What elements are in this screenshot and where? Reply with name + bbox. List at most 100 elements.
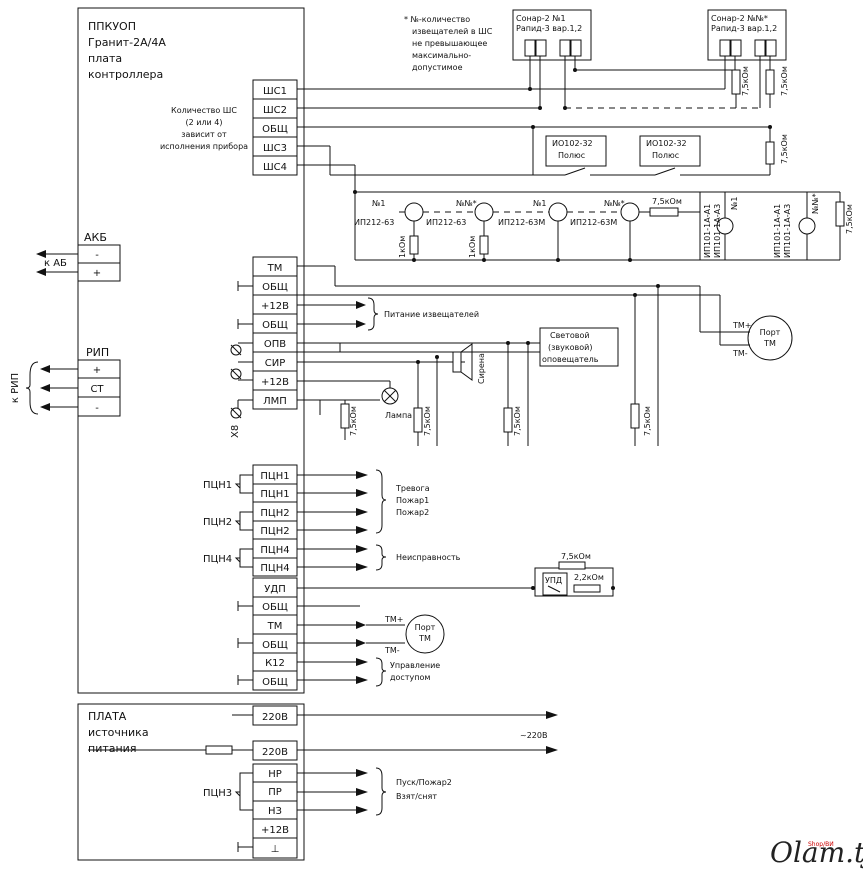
shs-wiring: 7,5кОм 7,5кОм 7,5кОм: [297, 56, 840, 261]
terminal-12v-2: +12В: [261, 377, 289, 388]
alarm-device-2: (звуковой): [548, 343, 592, 352]
terminal-pcn2-b: ПЦН2: [260, 526, 289, 537]
terminal-220-1: 220В: [262, 712, 288, 723]
akb-link: к АБ: [44, 258, 67, 269]
tm-port-1-minus: ТМ-: [732, 349, 748, 358]
smoke4-num: №№*: [604, 199, 625, 208]
io102-1-line2: Полюс: [558, 151, 585, 160]
top-note-2: извещателей в ШС: [412, 27, 493, 36]
sonar1-line2: Рапид-3 вар.1,2: [516, 24, 582, 33]
sonar2-line2: Рапид-3 вар.1,2: [711, 24, 777, 33]
heat2-num: №№*: [811, 193, 820, 214]
power-note: Питание извещателей: [384, 310, 479, 319]
smoke2-num: №№*: [456, 199, 477, 208]
smoke2-r1: 1кОм: [468, 236, 477, 258]
watermark: Olam.tj: [770, 836, 863, 869]
tm-port-2: Порт ТМ ТМ+ ТМ-: [297, 614, 445, 655]
psu-terminals: НР ПР НЗ +12В ⊥ ПЦН3 Пуск/Пожар2 Взят/сн…: [203, 763, 452, 859]
heat1-num: №1: [730, 197, 739, 210]
alarm-device-3: оповещатель: [542, 355, 599, 364]
heat2-name1: ИП101-1А-А1: [773, 204, 782, 258]
relay-group-pcn2: ПЦН2: [203, 517, 232, 528]
sonar-r75-2: 7,5кОм: [780, 66, 789, 96]
relay-note-pozhar2: Пожар2: [396, 508, 429, 517]
terminal-opv: ОПВ: [264, 339, 286, 350]
shs-terminal-block: ШС1 ШС2 ОБЩ ШС3 ШС4: [252, 79, 298, 176]
shs3-r75: 7,5кОм: [780, 134, 789, 164]
rip-minus: -: [95, 403, 99, 414]
terminal-pcn4-b: ПЦН4: [260, 563, 289, 574]
tm-port-1-plus: ТМ+: [732, 321, 752, 330]
smoke-detectors: №1 ИП212-63 №№* ИП212-63 №1 ИП212-63М №№…: [354, 192, 701, 262]
heat1-name2: ИП101-1А-А3: [713, 204, 722, 258]
terminal-obsh-2: ОБЩ: [262, 320, 288, 331]
bottom-terminal-block: УДП ОБЩ ТМ ОБЩ К12 ОБЩ: [237, 577, 298, 691]
akb-plus: +: [93, 268, 101, 279]
sonar-detector-2: Сонар-2 №№* Рапид-3 вар.1,2: [707, 9, 787, 61]
alarm-device-1: Световой: [550, 331, 590, 340]
terminal-udp: УДП: [264, 584, 285, 595]
terminal-shs1: ШС1: [263, 86, 287, 97]
siren-r75: 7,5кОм: [423, 406, 432, 436]
terminal-obsh-4: ОБЩ: [262, 640, 288, 651]
psu-title-3: питания: [88, 742, 136, 755]
shs-note-2: (2 или 4): [185, 118, 222, 127]
terminal-shs3: ШС3: [263, 143, 287, 154]
rip-block: РИП + СТ - к РИП: [10, 346, 121, 417]
top-note-4: максимально-: [412, 51, 471, 60]
terminal-12v-1: +12В: [261, 301, 289, 312]
sonar1-line1: Сонар-2 №1: [516, 14, 566, 23]
terminal-pr: ПР: [268, 787, 282, 798]
terminal-tm-2: ТМ: [267, 621, 283, 632]
smoke3-name: ИП212-63М: [498, 218, 545, 227]
rip-label: РИП: [86, 346, 109, 359]
terminal-obsh-3: ОБЩ: [262, 602, 288, 613]
psu-note-2: Взят/снят: [396, 792, 437, 801]
access-note-2: доступом: [390, 673, 430, 682]
terminal-12v-psu: +12В: [261, 825, 289, 836]
tm-port-2-line1: Порт: [415, 623, 436, 632]
opv-r75: 7,5кОм: [513, 406, 522, 436]
terminal-shs4: ШС4: [263, 162, 287, 173]
akb-block: АКБ - + к АБ: [36, 231, 121, 282]
terminal-k12: К12: [265, 658, 285, 669]
smoke1-name: ИП212-63: [354, 218, 394, 227]
access-note-1: Управление: [390, 661, 440, 670]
sonar-detector-1: Сонар-2 №1 Рапид-3 вар.1,2: [512, 9, 592, 61]
relay-group-pcn4: ПЦН4: [203, 554, 232, 565]
terminal-obsh: ОБЩ: [262, 124, 288, 135]
controller-title-4: контроллера: [88, 68, 163, 81]
relay-note-fault: Неисправность: [396, 553, 461, 562]
sonar2-line1: Сонар-2 №№*: [711, 14, 768, 23]
rip-st: СТ: [90, 384, 104, 395]
psu-note-1: Пуск/Пожар2: [396, 778, 452, 787]
io102-detector-1: ИО102-32 Полюс: [545, 135, 607, 167]
terminal-sir: СИР: [265, 358, 286, 369]
smoke2-name: ИП212-63: [426, 218, 466, 227]
relay-group-pcn1: ПЦН1: [203, 480, 232, 491]
udp-circuit: 7,5кОм УПД 2,2кОм: [297, 552, 615, 607]
terminal-pcn1-b: ПЦН1: [260, 489, 289, 500]
terminal-pcn1-a: ПЦН1: [260, 471, 289, 482]
psu-title-1: ПЛАТА: [88, 710, 127, 723]
terminal-obsh-5: ОБЩ: [262, 677, 288, 688]
shs-note-4: исполнения прибора: [160, 142, 248, 151]
relay-note-pozhar1: Пожар1: [396, 496, 429, 505]
shs-note-1: Количество ШС: [171, 106, 237, 115]
output-terminal-block: ТМ ОБЩ +12В ОБЩ ОПВ СИР +12В ЛМП Х8: [230, 256, 298, 438]
terminal-220-2: 220В: [262, 747, 288, 758]
io102-2-line1: ИО102-32: [646, 139, 687, 148]
udp-r75: 7,5кОм: [561, 552, 591, 561]
terminal-pcn2-a: ПЦН2: [260, 508, 289, 519]
relay-arrows: [297, 469, 387, 571]
relay-note-trevoga: Тревога: [395, 484, 430, 493]
heat1-name1: ИП101-1А-А1: [703, 204, 712, 258]
smoke4-name: ИП212-63М: [570, 218, 617, 227]
terminal-nz: НЗ: [268, 806, 282, 817]
terminal-lmp: ЛМП: [263, 396, 287, 407]
tm-port-2-plus: ТМ+: [384, 615, 404, 624]
lamp-r75: 7,5кОм: [349, 406, 358, 436]
akb-label: АКБ: [84, 231, 107, 244]
tm-port-2-line2: ТМ: [418, 634, 431, 643]
heat-detectors: ИП101-1А-А1 ИП101-1А-А3 №1 ИП101-1А-А1 И…: [700, 191, 854, 261]
